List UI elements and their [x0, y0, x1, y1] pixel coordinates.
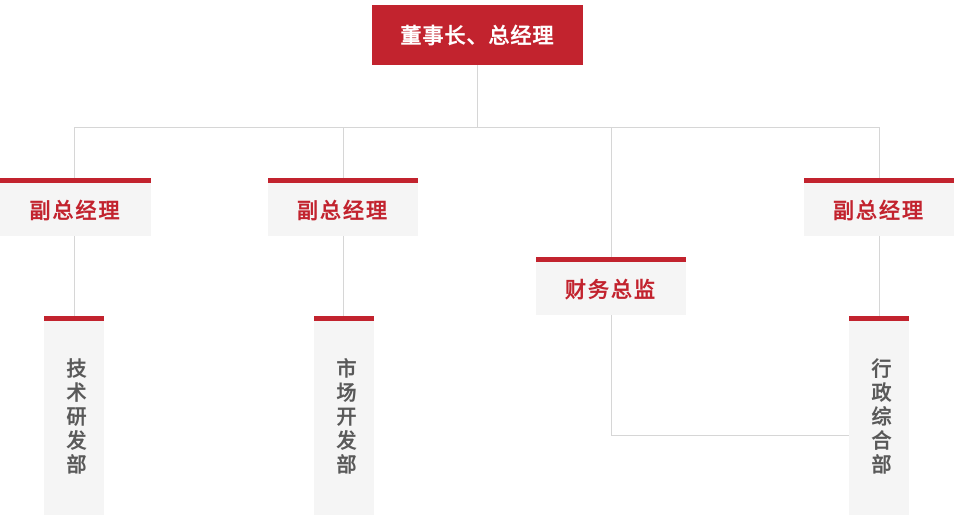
- connector-root-down: [477, 65, 478, 127]
- node-label: 副总经理: [29, 199, 122, 223]
- node-deputy-general-manager-3: 副总经理: [804, 178, 954, 236]
- node-label: 市场开发部: [333, 358, 355, 478]
- node-chairman-general-manager: 董事长、总经理: [372, 5, 583, 65]
- connector-deputy1-to-tech: [74, 236, 75, 316]
- connector-drop-deputy-1: [74, 127, 75, 178]
- node-label: 副总经理: [297, 199, 389, 223]
- node-finance-director: 财务总监: [536, 257, 686, 315]
- node-label: 技术研发部: [63, 358, 85, 478]
- node-admin-general-department: 行政综合部: [849, 316, 909, 515]
- connector-drop-deputy-3: [879, 127, 880, 178]
- connector-deputy3-to-admin: [879, 236, 880, 316]
- connector-drop-deputy-2: [343, 127, 344, 178]
- connector-finance-down: [611, 315, 612, 435]
- node-deputy-general-manager-1: 副总经理: [0, 178, 151, 236]
- node-tech-rd-department: 技术研发部: [44, 316, 104, 515]
- connector-level2-horizontal: [74, 127, 880, 128]
- node-label: 财务总监: [565, 278, 657, 302]
- node-label: 董事长、总经理: [400, 25, 555, 48]
- connector-deputy2-to-market: [343, 236, 344, 316]
- node-label: 副总经理: [833, 199, 925, 223]
- connector-finance-to-admin: [611, 435, 849, 436]
- node-market-dev-department: 市场开发部: [314, 316, 374, 515]
- node-deputy-general-manager-2: 副总经理: [268, 178, 418, 236]
- node-label: 行政综合部: [868, 358, 890, 478]
- connector-drop-finance: [611, 127, 612, 257]
